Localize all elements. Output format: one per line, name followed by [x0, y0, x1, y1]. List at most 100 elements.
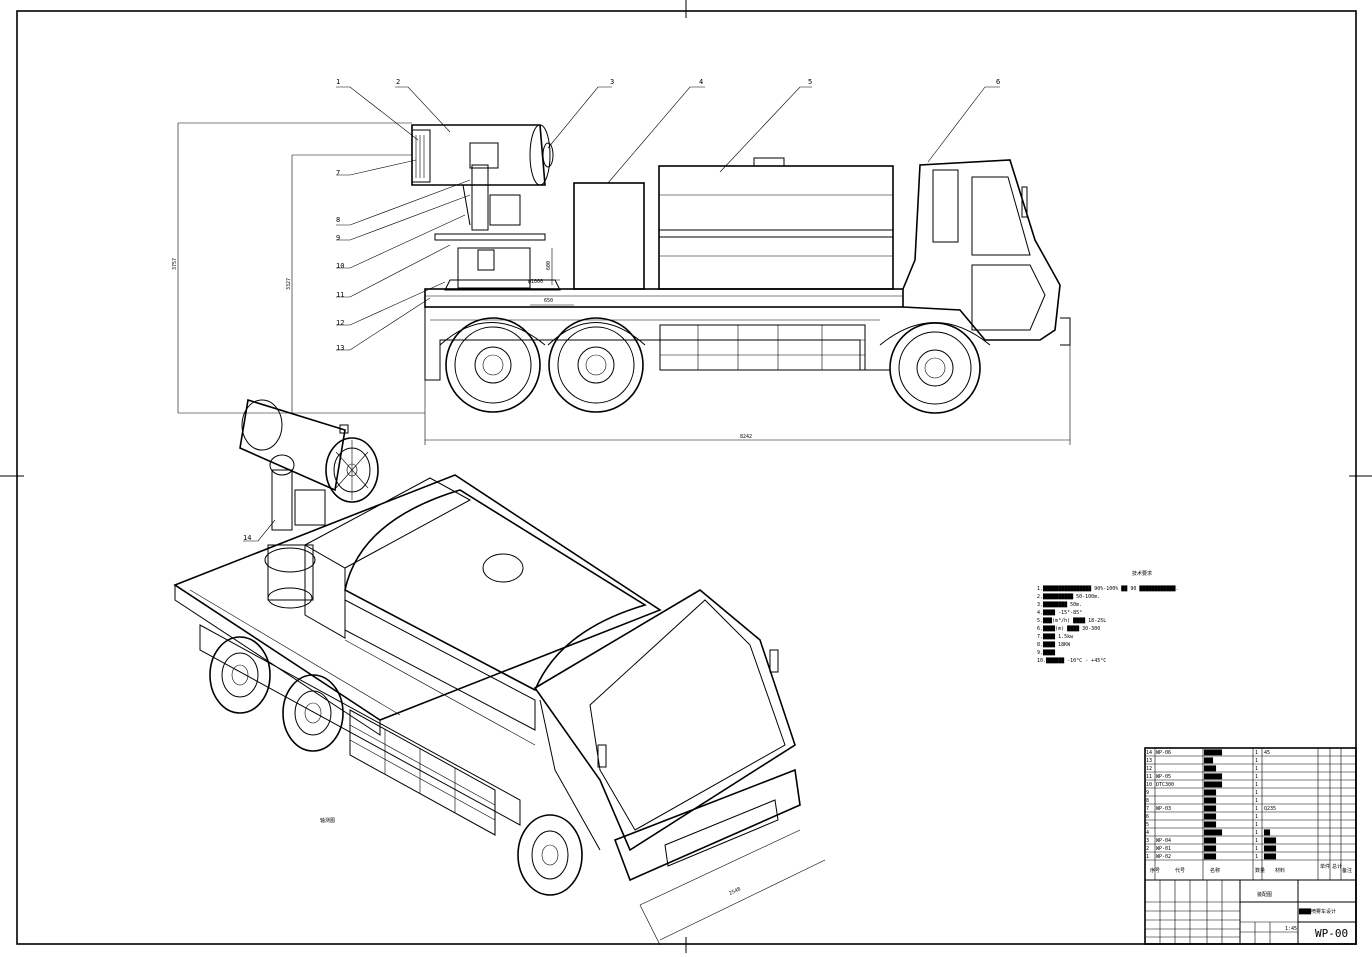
dimension-labels: 3757 3327 600 φ1000 650 8242	[172, 258, 752, 440]
bom-no: 9	[1146, 790, 1149, 796]
bom-no: 14	[1146, 750, 1152, 756]
assembly-label: 装配图	[1257, 891, 1272, 898]
bom-name: ████	[1203, 805, 1217, 812]
bom-no: 4	[1146, 830, 1149, 836]
dim-vehicle-length: 8242	[740, 434, 752, 440]
bom-qty: 1	[1255, 782, 1258, 788]
balloon-12: 12	[336, 319, 344, 327]
bom-code: WP-05	[1156, 774, 1171, 780]
project-title: ████喷雾车设计	[1298, 908, 1336, 915]
bom-name: ████	[1203, 845, 1217, 852]
scale-label: 1:45	[1285, 926, 1297, 932]
bom-code: WP-01	[1156, 846, 1171, 852]
dim-iso-width: 2548	[728, 886, 741, 897]
bom-code: WP-04	[1156, 838, 1171, 844]
bom-name: ████	[1203, 837, 1217, 844]
dim-platform-height: 600	[546, 261, 552, 270]
equipment-box	[573, 182, 645, 290]
bom-name: ██████	[1203, 781, 1223, 788]
bom-no: 13	[1146, 758, 1152, 764]
balloon-9: 9	[336, 234, 340, 242]
bom-qty: 1	[1255, 854, 1258, 860]
isometric-truck: 2548 轴测图	[173, 398, 826, 946]
bom-no: 7	[1146, 806, 1149, 812]
leader-lines	[243, 86, 1000, 542]
bom-no: 8	[1146, 798, 1149, 804]
note-line-10: 10.██████ -10°C - +45°C	[1037, 657, 1106, 664]
dimension-lines	[177, 122, 1071, 445]
balloon-7: 7	[336, 169, 340, 177]
title-block: 装配图 ████喷雾车设计 1:45 WP-00	[1145, 879, 1356, 944]
bom-no: 6	[1146, 814, 1149, 820]
bom-mat: ████	[1263, 837, 1277, 844]
balloon-14: 14	[243, 534, 251, 542]
iso-fog-cannon	[239, 398, 379, 609]
iso-wheel-1	[209, 636, 271, 714]
bom-code: WP-02	[1156, 854, 1171, 860]
bom-no: 12	[1146, 766, 1152, 772]
bom-header: 序号 代号 名称 数量 材料 单件 总计 备注	[1150, 863, 1352, 874]
note-line-6: 6.████(m) ████ 30-300	[1037, 625, 1100, 632]
bom-mat: ██	[1263, 829, 1271, 836]
bom-qty: 1	[1255, 758, 1258, 764]
note-line-4: 4.████ -15°-85°	[1037, 609, 1082, 616]
bom-mat: ████	[1263, 853, 1277, 860]
balloon-11: 11	[336, 291, 344, 299]
front-wheel	[889, 322, 981, 414]
balloon-10: 10	[336, 262, 344, 270]
bom-header-qty: 数量	[1255, 867, 1265, 874]
balloon-6: 6	[996, 78, 1000, 86]
bom-name: ████	[1203, 789, 1217, 796]
bom-qty: 1	[1255, 838, 1258, 844]
bom-header-unit: 单件	[1320, 863, 1330, 870]
side-storage-cage	[659, 324, 866, 371]
iso-water-tank	[344, 489, 647, 746]
bom-name: ████	[1203, 797, 1217, 804]
rear-wheel-1	[445, 317, 541, 413]
bom-name: ██████	[1203, 829, 1223, 836]
bom-qty: 1	[1255, 750, 1258, 756]
bom-qty: 1	[1255, 790, 1258, 796]
bom-no: 3	[1146, 838, 1149, 844]
bom-qty: 1	[1255, 822, 1258, 828]
bom-name: ████	[1203, 813, 1217, 820]
bom-mat: ████	[1263, 845, 1277, 852]
bom-code: WP-03	[1156, 806, 1171, 812]
iso-view-label: 轴测图	[320, 817, 335, 824]
note-line-8: 8.████ 18KW	[1037, 641, 1071, 648]
part-balloons: 1 2 3 4 5 6 7 8 9 10 11 12 13 14	[243, 78, 1000, 542]
bom-code: WP-06	[1156, 750, 1171, 756]
bom-qty: 1	[1255, 774, 1258, 780]
balloon-1: 1	[336, 78, 340, 86]
balloon-3: 3	[610, 78, 614, 86]
bom-qty: 1	[1255, 814, 1258, 820]
bom-name: ██████	[1203, 749, 1223, 756]
notes-title: 技术要求	[1132, 570, 1152, 577]
bom-mat: 45	[1264, 750, 1270, 756]
balloon-2: 2	[396, 78, 400, 86]
bom-header-no: 序号	[1150, 867, 1160, 874]
bom-header-name: 名称	[1210, 867, 1220, 874]
technical-notes: 技术要求 1.████████████████ 90%-100% ██ 90 █…	[1037, 570, 1178, 664]
drawing-number: WP-00	[1315, 927, 1348, 940]
bom-mat: Q235	[1264, 806, 1276, 812]
note-line-2: 2.██████████ 50-100m.	[1037, 593, 1100, 600]
bom-no: 1	[1146, 854, 1149, 860]
dim-offset: 650	[544, 298, 553, 304]
bom-no: 11	[1146, 774, 1152, 780]
bom-no: 10	[1146, 782, 1152, 788]
dim-overall-height: 3757	[172, 258, 178, 270]
bom-header-remark: 备注	[1342, 867, 1352, 874]
bom-no: 2	[1146, 846, 1149, 852]
bom-header-total: 总计	[1332, 863, 1342, 870]
bom-qty: 1	[1255, 830, 1258, 836]
dim-fan-height: 3327	[286, 278, 292, 290]
note-line-7: 7.████ 1.5kw	[1037, 633, 1074, 640]
bom-qty: 1	[1255, 806, 1258, 812]
bom-rows: 14 WP-06 ██████ 1 45 13 ███ 1 12 ████ 1 …	[1146, 749, 1277, 860]
bom-header-code: 代号	[1175, 867, 1185, 874]
iso-wheel-front	[517, 814, 583, 896]
iso-storage-cage	[349, 709, 496, 836]
